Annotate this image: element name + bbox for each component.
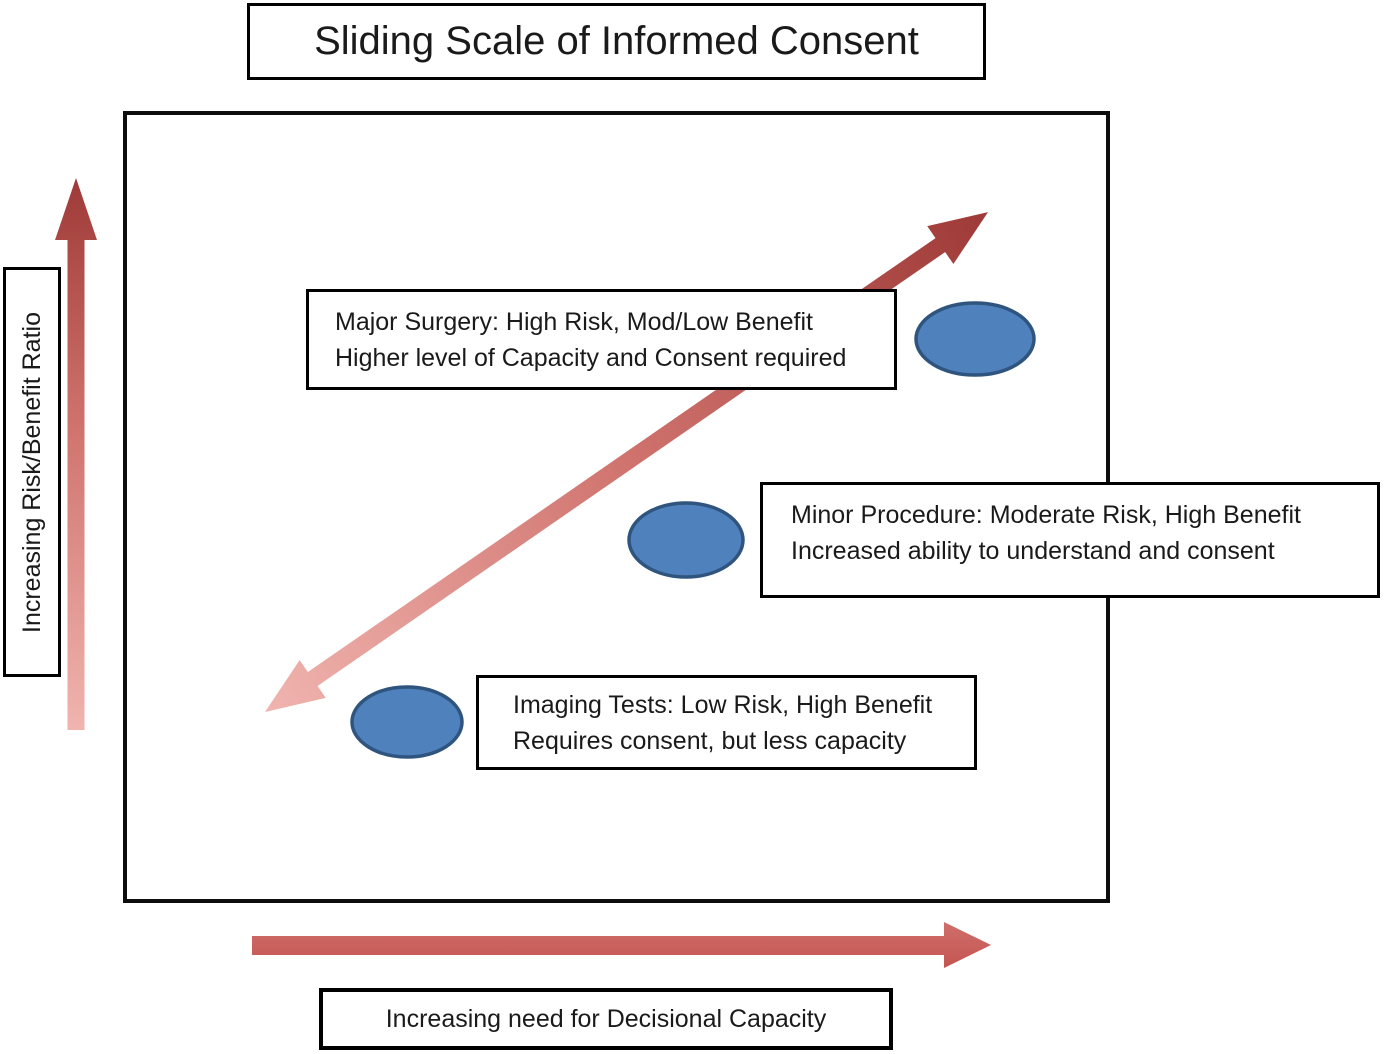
y-axis-arrow — [55, 178, 97, 730]
x-axis-arrow — [252, 922, 991, 968]
annotation-line: Increased ability to understand and cons… — [791, 537, 1275, 565]
x-axis-label-text: Increasing need for Decisional Capacity — [385, 1004, 827, 1033]
annotation-imaging-tests: Imaging Tests: Low Risk, High Benefit Re… — [476, 675, 977, 770]
annotation-line: Higher level of Capacity and Consent req… — [335, 343, 847, 372]
x-axis-label-box: Increasing need for Decisional Capacity — [319, 988, 893, 1050]
annotation-line: Requires consent, but less capacity — [513, 726, 907, 755]
ellipse-imaging-tests — [350, 685, 464, 759]
annotation-major-surgery: Major Surgery: High Risk, Mod/Low Benefi… — [306, 289, 897, 390]
y-axis-label-box: Increasing Risk/Benefit Ratio — [3, 267, 61, 677]
annotation-minor-procedure: Minor Procedure: Moderate Risk, High Ben… — [760, 482, 1380, 598]
ellipse-major-surgery — [914, 301, 1036, 377]
figure-title: Sliding Scale of Informed Consent — [247, 3, 986, 80]
annotation-line: Minor Procedure: Moderate Risk, High Ben… — [791, 501, 1301, 529]
diagonal-trend-arrow — [265, 212, 989, 712]
annotation-line: Major Surgery: High Risk, Mod/Low Benefi… — [335, 307, 813, 336]
ellipse-minor-procedure — [627, 501, 745, 579]
y-axis-label-text: Increasing Risk/Benefit Ratio — [17, 311, 46, 633]
figure-title-text: Sliding Scale of Informed Consent — [314, 19, 919, 63]
annotation-line: Imaging Tests: Low Risk, High Benefit — [513, 690, 933, 719]
